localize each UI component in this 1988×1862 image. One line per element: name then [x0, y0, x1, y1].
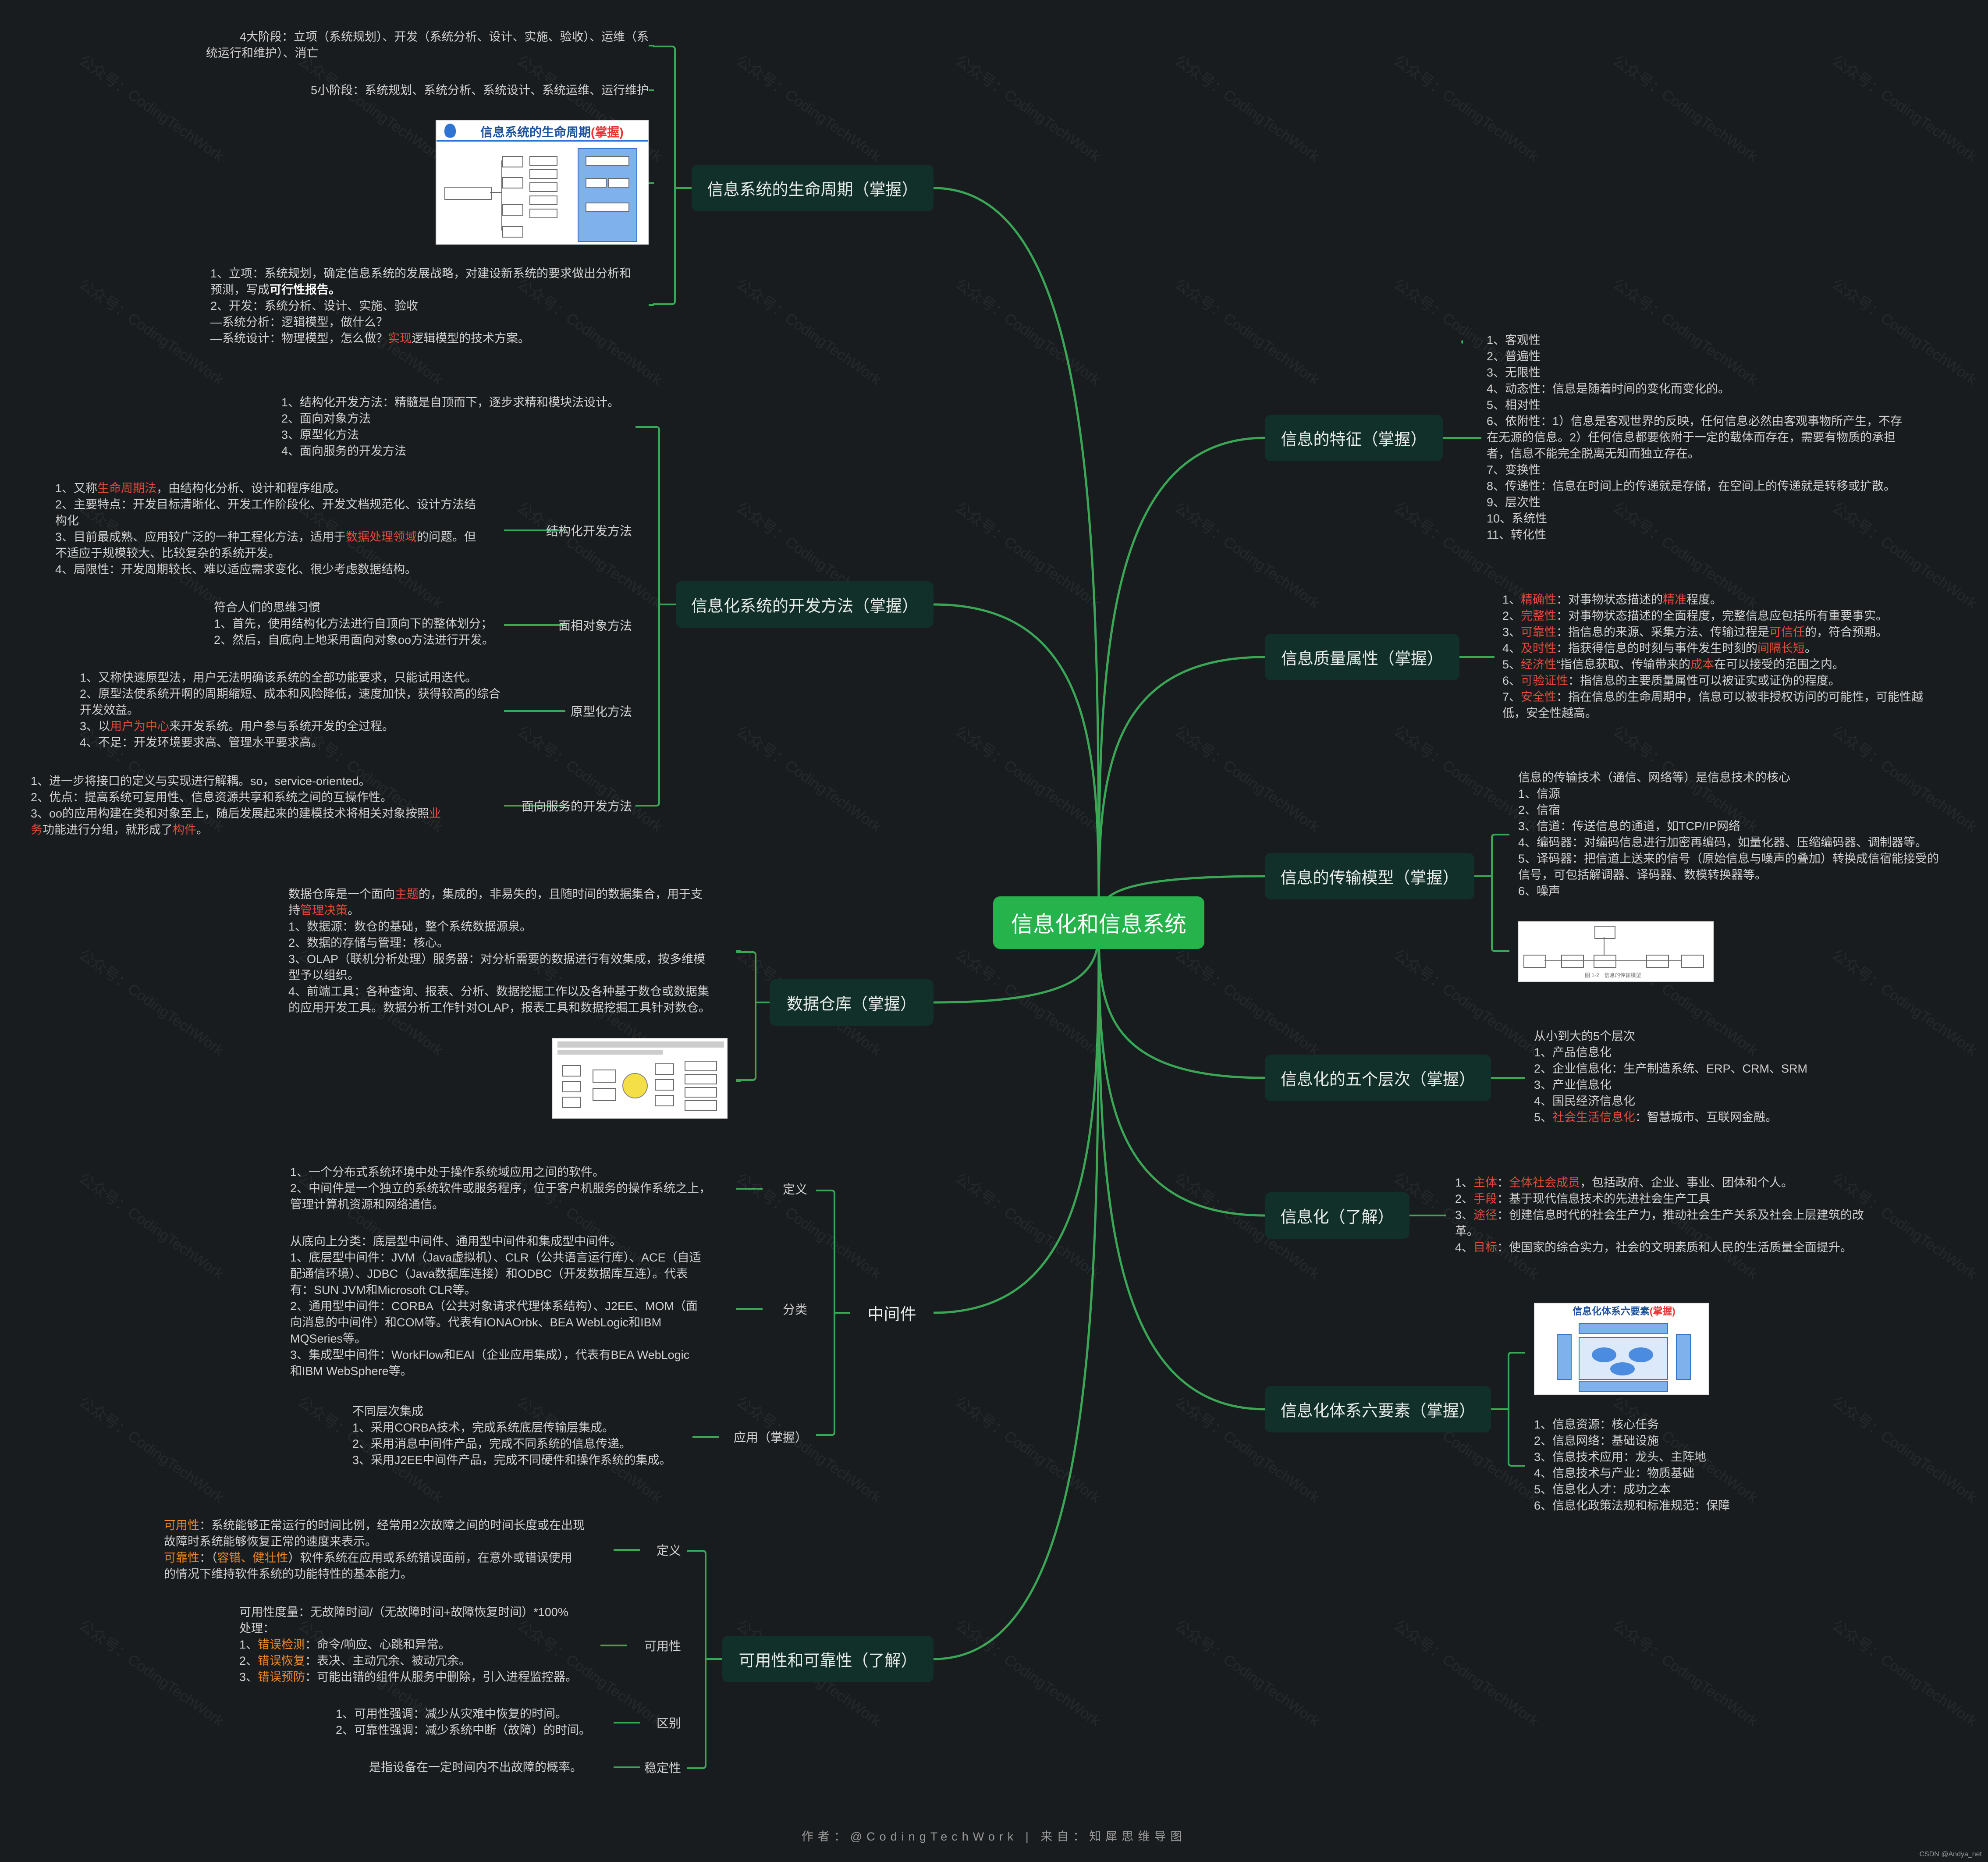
availability-difference-notes: 1、可用性强调：减少从灾难中恢复的时间。 2、可靠性强调：减少系统中断（故障）的…	[336, 1707, 591, 1737]
availability-sub-notes: 可用性度量：无故障时间/（无故障时间+故障恢复时间）*100% 处理： 1、错误…	[239, 1606, 578, 1684]
middleware-application-notes: 不同层次集成 1、采用CORBA技术，完成系统底层传输层集成。 2、采用消息中间…	[352, 1405, 671, 1467]
connector-right-1	[1097, 656, 1265, 923]
middleware-bracket	[816, 1190, 835, 1436]
branch-availability[interactable]: 可用性和可靠性（了解）	[722, 1636, 934, 1682]
branch-transmission-model[interactable]: 信息的传输模型（掌握）	[1265, 853, 1474, 899]
info-features-notes: 1、客观性 2、普遍性 3、无限性 4、动态性：信息是随着时间的变化而变化的。 …	[1487, 334, 1903, 541]
connector-left-4	[933, 922, 1100, 1660]
middleware-definition-notes: 1、一个分布式系统环境中处于操作系统域应用之间的软件。 2、中间件是一个独立的系…	[290, 1166, 711, 1211]
author-footer: 作者：@CodingTechWork | 来自：知犀思维导图	[801, 1830, 1187, 1843]
branch-five-levels[interactable]: 信息化的五个层次（掌握）	[1265, 1055, 1491, 1101]
middleware-application-label[interactable]: 应用（掌握）	[733, 1431, 807, 1444]
warehouse-bracket	[736, 951, 756, 1081]
stability-notes: 是指设备在一定时间内不出故障的概率。	[369, 1761, 582, 1774]
features-bracket	[1461, 340, 1463, 344]
stability-label[interactable]: 稳定性	[644, 1761, 681, 1775]
structured-method-label[interactable]: 结构化开发方法	[546, 524, 632, 538]
lifecycle-5-stages: 5小阶段：系统规划、系统分析、系统设计、系统运维、运行维护	[310, 84, 649, 97]
transmission-bracket	[1491, 834, 1509, 952]
branch-six-elements[interactable]: 信息化体系六要素（掌握）	[1265, 1386, 1491, 1432]
branch-info-quality[interactable]: 信息质量属性（掌握）	[1265, 634, 1459, 680]
devmethods-bracket	[635, 426, 660, 807]
branch-data-warehouse[interactable]: 数据仓库（掌握）	[770, 979, 934, 1026]
bulb-icon	[444, 124, 456, 138]
lifecycle-bracket	[653, 46, 676, 305]
lifecycle-notes: 1、立项：系统规划，确定信息系统的发展战略，对建设新系统的要求做出分析和 预测，…	[210, 267, 632, 345]
availability-definition-notes: 可用性：系统能够正常运行的时间比例，经常用2次故障之间的时间长度或在出现 故障时…	[164, 1519, 585, 1581]
connector-right-0	[1097, 437, 1265, 923]
transmission-diagram-image: 图 1-2 信息的传输模型	[1518, 921, 1714, 982]
branch-middleware[interactable]: 中间件	[867, 1305, 916, 1323]
root-node[interactable]: 信息化和信息系统	[993, 896, 1204, 949]
lifecycle-4-stages: 4大阶段：立项（系统规划）、开发（系统分析、设计、实施、验收）、运维（系 统运行…	[206, 30, 649, 60]
six-elements-notes: 1、信息资源：核心任务 2、信息网络：基础设施 3、信息技术应用：龙头、主阵地 …	[1534, 1418, 1730, 1512]
six-elements-bracket	[1508, 1352, 1525, 1467]
oo-method-notes: 符合人们的思维习惯 1、首先，使用结构化方法进行自顶向下的整体划分； 2、然后，…	[214, 601, 494, 647]
middleware-definition-label[interactable]: 定义	[782, 1183, 807, 1196]
five-levels-notes: 从小到大的5个层次 1、产品信息化 2、企业信息化：生产制造系统、ERP、CRM…	[1534, 1030, 1808, 1124]
oo-method-label[interactable]: 面相对象方法	[558, 619, 632, 633]
middleware-classification-label[interactable]: 分类	[782, 1303, 807, 1316]
info-quality-notes: 1、精确性：对事物状态描述的精准程度。 2、完整性：对事物状态描述的全面程度，完…	[1502, 593, 1924, 720]
warehouse-notes: 数据仓库是一个面向主题的，集成的，非易失的，且随时间的数据集合，用于支 持管理决…	[288, 888, 711, 1014]
branch-informatization[interactable]: 信息化（了解）	[1265, 1192, 1409, 1239]
informatization-notes: 1、主体：全体社会成员，包括政府、企业、事业、团体和个人。 2、手段：基于现代信…	[1455, 1176, 1864, 1254]
prototype-method-label[interactable]: 原型化方法	[570, 705, 632, 718]
six-elements-diagram-image: 信息化体系六要素(掌握)	[1534, 1303, 1709, 1395]
soa-method-label[interactable]: 面向服务的开发方法	[521, 800, 632, 813]
connector-left-0	[933, 187, 1100, 923]
transmission-notes: 信息的传输技术（通信、网络等）是信息技术的核心 1、信源 2、信宿 3、信道：传…	[1518, 771, 1939, 898]
devmethods-intro: 1、结构化开发方法：精髓是自顶而下，逐步求精和模块法设计。 2、面向对象方法 3…	[281, 396, 620, 458]
lifecycle-diagram-image: 信息系统的生命周期(掌握)	[436, 120, 649, 245]
soa-method-notes: 1、进一步将接口的定义与实现进行解耦。so，service-oriented。 …	[31, 775, 441, 836]
branch-lifecycle[interactable]: 信息系统的生命周期（掌握）	[692, 165, 934, 211]
csdn-credit: CSDN @Andya_net	[1919, 1851, 1982, 1858]
branch-dev-methods[interactable]: 信息化系统的开发方法（掌握）	[676, 581, 934, 628]
availability-bracket	[687, 1550, 706, 1769]
branch-info-features[interactable]: 信息的特征（掌握）	[1265, 415, 1443, 461]
middleware-classification-notes: 从底向上分类：底层型中间件、通用型中间件和集成型中间件。 1、底层型中间件：JV…	[290, 1235, 701, 1378]
prototype-method-notes: 1、又称快速原型法，用户无法明确该系统的全部功能要求，只能试用迭代。 2、原型法…	[80, 671, 501, 749]
warehouse-diagram-image	[552, 1038, 728, 1119]
availability-definition-label[interactable]: 定义	[656, 1544, 681, 1557]
structured-method-notes: 1、又称生命周期法，由结构化分析、设计和程序组成。 2、主要特点：开发目标清晰化…	[55, 482, 476, 576]
availability-sub-label[interactable]: 可用性	[644, 1639, 681, 1653]
connector-right-5	[1097, 922, 1265, 1411]
connector-left-1	[933, 603, 1100, 923]
availability-difference-label[interactable]: 区别	[656, 1716, 681, 1730]
